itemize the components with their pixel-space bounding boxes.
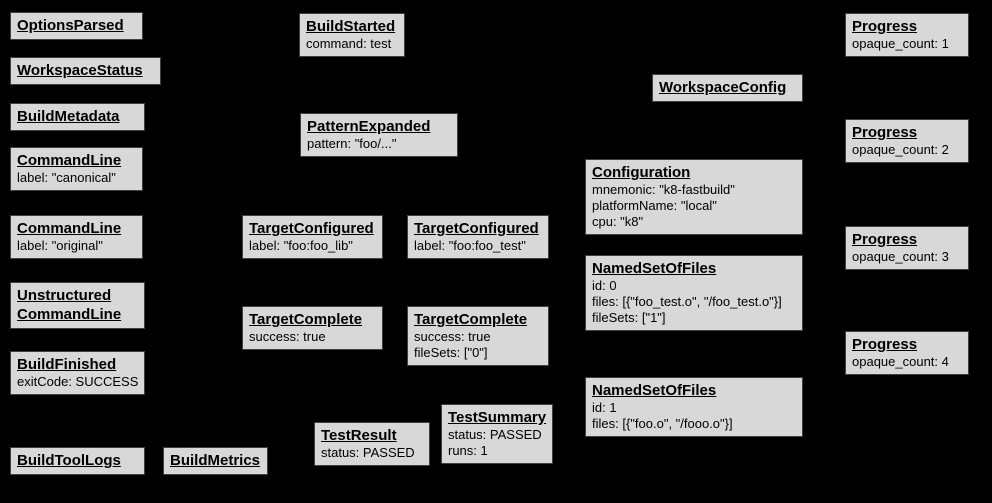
event-field: command: test bbox=[306, 36, 392, 51]
event-field: mnemonic: "k8-fastbuild" bbox=[592, 182, 735, 197]
event-field: status: PASSED bbox=[448, 427, 542, 442]
event-title: NamedSetOfFiles bbox=[592, 382, 717, 399]
event-box-test-summary: TestSummary status: PASSED runs: 1 bbox=[441, 404, 554, 464]
event-title: BuildMetrics bbox=[170, 452, 261, 469]
event-field: label: "canonical" bbox=[17, 170, 116, 185]
event-field: opaque_count: 1 bbox=[852, 36, 949, 51]
event-title: BuildToolLogs bbox=[17, 452, 121, 469]
event-box-build-finished: BuildFinished exitCode: SUCCESS bbox=[10, 351, 146, 395]
event-field: fileSets: ["1"] bbox=[592, 310, 666, 325]
event-title: BuildFinished bbox=[17, 356, 117, 373]
event-field: label: "original" bbox=[17, 238, 103, 253]
event-box-configuration: Configuration mnemonic: "k8-fastbuild" p… bbox=[585, 159, 803, 235]
event-box-build-started: BuildStarted command: test bbox=[299, 13, 405, 57]
event-box-build-metrics: BuildMetrics bbox=[163, 447, 268, 475]
event-box-target-configured-foo-test: TargetConfigured label: "foo:foo_test" bbox=[407, 215, 549, 259]
event-box-command-line-original: CommandLine label: "original" bbox=[10, 215, 143, 259]
event-title: Unstructured bbox=[17, 287, 112, 304]
event-field: pattern: "foo/..." bbox=[307, 136, 397, 151]
event-box-unstructured-command-line: Unstructured CommandLine bbox=[10, 282, 145, 329]
event-title: TargetComplete bbox=[249, 311, 363, 328]
event-field: files: [{"foo_test.o", "/foo_test.o"}] bbox=[592, 294, 782, 309]
event-title: Progress bbox=[852, 124, 918, 141]
event-box-options-parsed: OptionsParsed bbox=[10, 12, 143, 40]
event-title: OptionsParsed bbox=[17, 17, 124, 34]
event-field: fileSets: ["0"] bbox=[414, 345, 488, 360]
event-field: exitCode: SUCCESS bbox=[17, 374, 139, 389]
event-title: Progress bbox=[852, 18, 918, 35]
event-field: label: "foo:foo_lib" bbox=[249, 238, 353, 253]
event-field: runs: 1 bbox=[448, 443, 488, 458]
event-box-build-metadata: BuildMetadata bbox=[10, 103, 145, 131]
event-title: WorkspaceConfig bbox=[659, 79, 787, 96]
event-box-named-set-of-files-1: NamedSetOfFiles id: 1 files: [{"foo.o", … bbox=[585, 377, 803, 437]
event-title: TestSummary bbox=[448, 409, 547, 426]
event-box-progress-3: Progress opaque_count: 3 bbox=[845, 226, 969, 270]
event-field: success: true bbox=[414, 329, 491, 344]
event-field: opaque_count: 2 bbox=[852, 142, 949, 157]
event-title: TargetConfigured bbox=[414, 220, 539, 237]
event-field: status: PASSED bbox=[321, 445, 415, 460]
event-field: id: 0 bbox=[592, 278, 617, 293]
event-title: CommandLine bbox=[17, 152, 122, 169]
event-field: files: [{"foo.o", "/fooo.o"}] bbox=[592, 416, 733, 431]
event-title: Configuration bbox=[592, 164, 691, 181]
event-box-test-result: TestResult status: PASSED bbox=[314, 422, 430, 466]
event-box-target-complete-foo-lib: TargetComplete success: true bbox=[242, 306, 383, 350]
event-field: platformName: "local" bbox=[592, 198, 717, 213]
event-box-command-line-canonical: CommandLine label: "canonical" bbox=[10, 147, 143, 191]
event-field: opaque_count: 3 bbox=[852, 249, 949, 264]
event-box-pattern-expanded: PatternExpanded pattern: "foo/..." bbox=[300, 113, 458, 157]
event-box-workspace-status: WorkspaceStatus bbox=[10, 57, 161, 85]
event-box-progress-1: Progress opaque_count: 1 bbox=[845, 13, 969, 57]
event-box-progress-4: Progress opaque_count: 4 bbox=[845, 331, 969, 375]
event-title: Progress bbox=[852, 336, 918, 353]
event-title: TargetComplete bbox=[414, 311, 528, 328]
event-title-line2: CommandLine bbox=[17, 306, 122, 323]
event-box-progress-2: Progress opaque_count: 2 bbox=[845, 119, 969, 163]
event-title: Progress bbox=[852, 231, 918, 248]
event-field: cpu: "k8" bbox=[592, 214, 644, 229]
event-box-named-set-of-files-0: NamedSetOfFiles id: 0 files: [{"foo_test… bbox=[585, 255, 803, 331]
event-title: NamedSetOfFiles bbox=[592, 260, 717, 277]
event-title: BuildStarted bbox=[306, 18, 396, 35]
event-field: id: 1 bbox=[592, 400, 617, 415]
event-field: label: "foo:foo_test" bbox=[414, 238, 526, 253]
event-title: TargetConfigured bbox=[249, 220, 374, 237]
event-field: success: true bbox=[249, 329, 326, 344]
event-title: WorkspaceStatus bbox=[17, 62, 143, 79]
event-title: BuildMetadata bbox=[17, 108, 120, 125]
event-title: PatternExpanded bbox=[307, 118, 431, 135]
event-box-target-configured-foo-lib: TargetConfigured label: "foo:foo_lib" bbox=[242, 215, 383, 259]
event-title: CommandLine bbox=[17, 220, 122, 237]
event-box-workspace-config: WorkspaceConfig bbox=[652, 74, 803, 102]
event-box-target-complete-foo-test: TargetComplete success: true fileSets: [… bbox=[407, 306, 549, 366]
event-box-build-tool-logs: BuildToolLogs bbox=[10, 447, 145, 475]
event-field: opaque_count: 4 bbox=[852, 354, 949, 369]
event-title: TestResult bbox=[321, 427, 397, 444]
